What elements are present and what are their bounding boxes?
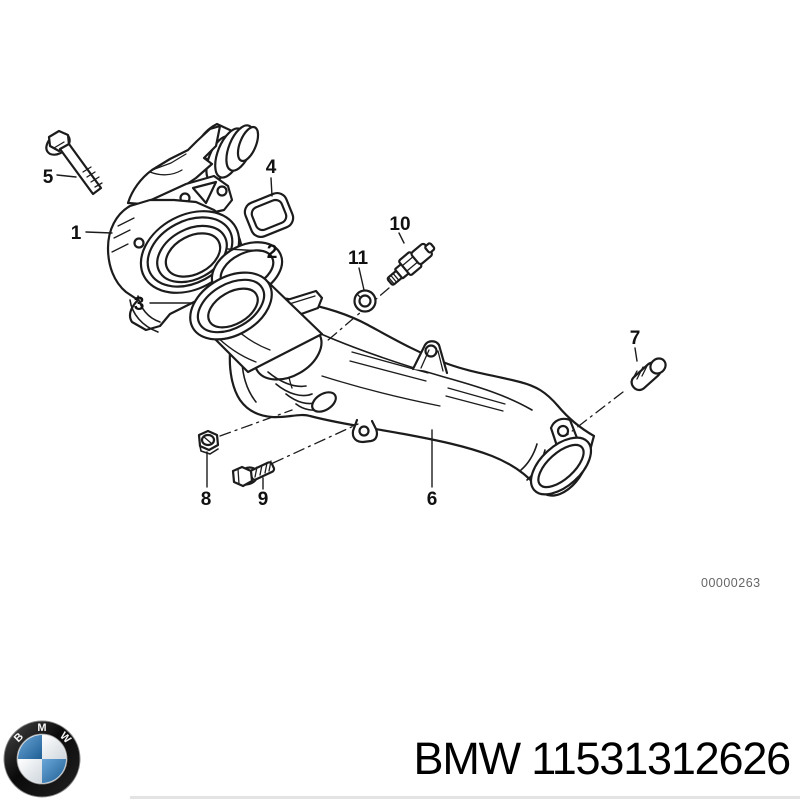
callout-label-11: 11 [348,248,369,269]
callout-label-4: 4 [266,157,277,178]
logo-quadrant-bottom-left [18,759,42,783]
nut-8-drawing [197,429,220,455]
sealing-ring-drawing [326,287,390,342]
callout-label-3: 3 [134,294,145,315]
thermostat-housing-drawing [106,122,260,333]
callout-label-5: 5 [43,167,54,188]
brand-text: BMW [413,733,522,784]
assembly-axis-lines [219,391,624,464]
callout-label-7: 7 [630,328,641,349]
callout-label-8: 8 [201,489,212,510]
logo-quadrant-top-right [42,735,66,759]
thermostat-drawing [189,271,337,413]
bmw-logo: B M W [3,720,81,798]
stud-7-drawing [630,357,667,392]
gasket-drawing [243,191,295,239]
temperature-sensor-drawing [386,242,436,286]
callout-labels: 1 2 3 4 5 6 7 8 9 10 11 [43,157,641,510]
callout-label-10: 10 [389,214,410,235]
logo-letter-m: M [37,722,46,734]
callout-label-2: 2 [267,242,278,263]
leader-lines [56,174,638,490]
bolt-9-drawing [231,460,276,488]
logo-quadrant-bottom-right [42,759,66,783]
part-title: BMW 11531312626 [413,733,792,784]
part-number-text: 11531312626 [531,733,791,784]
bottom-edge-strip [130,796,800,799]
callout-label-9: 9 [258,489,269,510]
callout-label-1: 1 [71,223,82,244]
logo-quadrant-top-left [18,735,42,759]
bolt-5-drawing [45,129,103,196]
callout-label-6: 6 [427,489,438,510]
diagram-sheet-number: 00000263 [701,576,761,590]
exploded-parts-diagram: 1 2 3 4 5 6 7 8 9 10 11 [43,122,667,510]
